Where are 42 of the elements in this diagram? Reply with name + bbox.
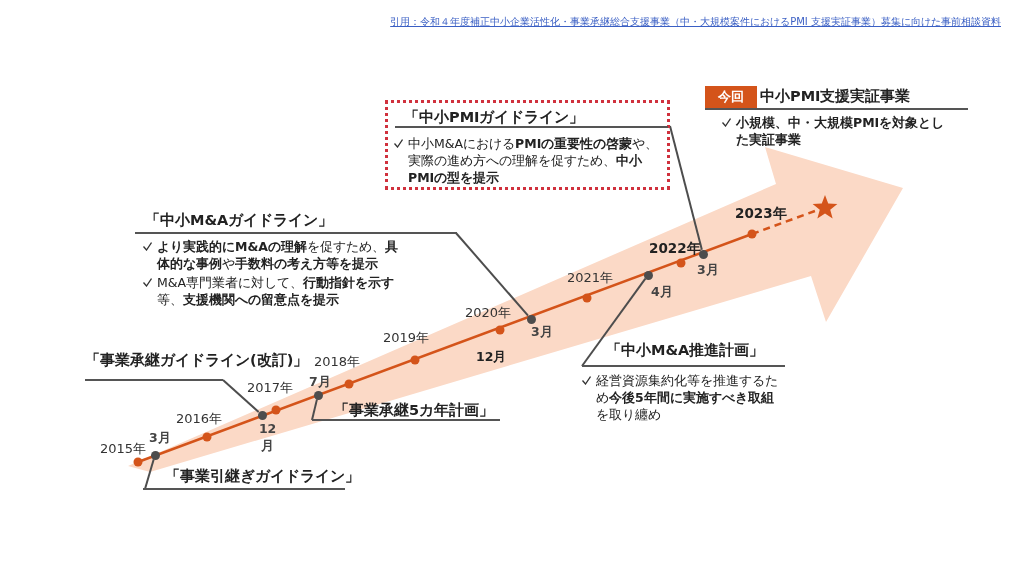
leader-line: [669, 125, 703, 251]
timeline-marker: [150, 450, 160, 460]
callout-heading: 「中小M&Aガイドライン」: [145, 211, 334, 230]
year-label: 2020年: [465, 305, 512, 321]
timeline-marker: [643, 270, 653, 280]
citation-text: 引用：令和４年度補正中小企業活性化・事業承継総合支援事業（中・大規模案件におけるPMI 支援実証事業）募集に向けた事前相談資料: [390, 15, 1001, 29]
leader-line: [144, 458, 155, 490]
month-label: 4月: [651, 284, 673, 299]
month-label: 7月: [309, 374, 331, 389]
year-label: 2017年: [247, 380, 294, 396]
leader-line: [581, 277, 647, 367]
leader-line: [455, 232, 530, 317]
year-label: 2022年: [649, 240, 701, 256]
callout-heading: 「中小M&A推進計画」: [606, 341, 765, 360]
year-label: 2021年: [567, 270, 614, 286]
callout-heading: 「事業引継ぎガイドライン」: [165, 467, 360, 486]
bullet-text: 経営資源集約化等を推進するため今後5年間に実施すべき取組を取り纏め: [596, 372, 779, 423]
bullet-text: M&A専門業者に対して、行動指針を示す等、支援機関への留意点を提示: [157, 274, 396, 308]
callout-heading: 中小PMI支援実証事業: [760, 87, 911, 106]
year-label: 2015年: [100, 441, 147, 457]
month-label: 3月: [531, 324, 553, 339]
tag-label: 今回: [705, 86, 757, 108]
dotted-callout-box: [385, 100, 670, 190]
month-label: 12月: [476, 349, 507, 365]
bullet-text: 小規模、中・大規模PMIを対象とした実証事業: [736, 114, 946, 148]
year-label: 2019年: [383, 330, 430, 346]
year-label: 2023年: [735, 205, 787, 221]
month-label: 12月: [257, 420, 278, 454]
leader-line: [222, 379, 260, 413]
callout-heading: 「事業承継5カ年計画」: [334, 401, 495, 420]
month-label: 3月: [697, 262, 719, 277]
timeline-marker: [313, 390, 323, 400]
year-label: 2016年: [176, 411, 223, 427]
timeline-marker: [257, 410, 267, 420]
bullet-text: 中小M&AにおけるPMIの重要性の啓蒙や、実際の進め方への理解を促すため、中小PMIの型を提示: [408, 135, 660, 186]
bullet-text: より実践的にM&Aの理解を促すため、具体的な事例や手数料の考え方等を提示: [157, 238, 399, 272]
callout-heading: 「事業承継ガイドライン(改訂)」: [85, 351, 309, 370]
leader-line: [311, 398, 318, 421]
timeline-marker: [526, 314, 536, 324]
callout-heading: 「中小PMIガイドライン」: [404, 108, 585, 127]
month-label: 3月: [149, 430, 171, 445]
year-label: 2018年: [314, 354, 361, 370]
